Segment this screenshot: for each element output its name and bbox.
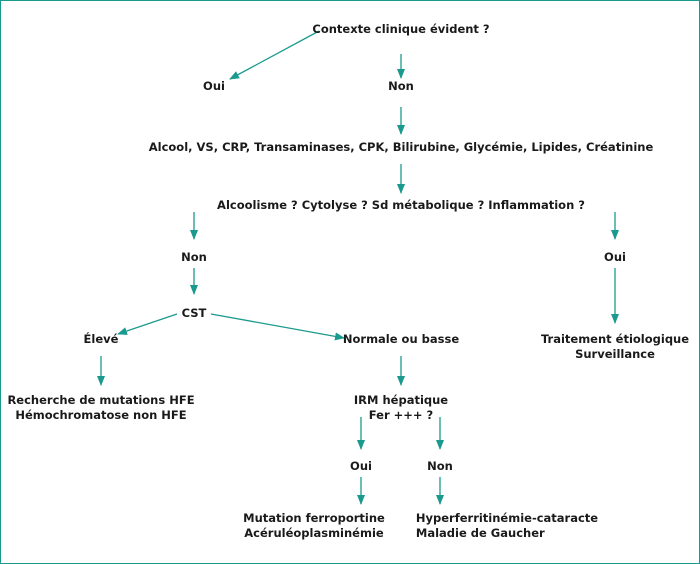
irm-line-1: IRM hépatique	[353, 393, 449, 407]
node-contexte: Contexte clinique évident ?	[312, 22, 490, 36]
node-normale: Normale ou basse	[342, 332, 460, 346]
hyperferritinemie-line-1: Hyperferritinémie-cataracte	[415, 511, 599, 525]
node-bilan: Alcool, VS, CRP, Transaminases, CPK, Bil…	[148, 140, 654, 154]
arrow-contexte-oui	[229, 30, 320, 80]
node-non-3: Non	[427, 459, 453, 473]
ferroportine-line-1: Mutation ferroportine	[243, 511, 385, 525]
hfe-line-2: Hémochromatose non HFE	[15, 408, 187, 422]
node-non-2: Non	[181, 250, 207, 264]
node-traitement: Traitement étiologique Surveillance	[541, 332, 689, 362]
hyperferritinemie-line-2: Maladie de Gaucher	[415, 526, 545, 540]
node-hyperferritinemie: Hyperferritinémie-cataracte Maladie de G…	[416, 511, 598, 541]
node-oui-1: Oui	[203, 79, 225, 93]
node-question-2: Alcoolisme ? Cytolyse ? Sd métabolique ?…	[217, 198, 585, 212]
node-non-1: Non	[388, 79, 414, 93]
arrow-cst-normale	[210, 313, 345, 341]
node-cst: CST	[181, 306, 207, 320]
irm-line-2: Fer +++ ?	[368, 408, 434, 422]
node-hfe: Recherche de mutations HFE Hémochromatos…	[7, 393, 194, 423]
hfe-line-1: Recherche de mutations HFE	[7, 393, 195, 407]
traitement-line-1: Traitement étiologique	[540, 332, 690, 346]
node-ferroportine: Mutation ferroportine Acéruléoplasminémi…	[243, 511, 385, 541]
node-eleve: Élevé	[83, 332, 119, 346]
traitement-line-2: Surveillance	[575, 347, 655, 361]
node-irm: IRM hépatique Fer +++ ?	[354, 393, 448, 423]
node-oui-3: Oui	[350, 459, 372, 473]
node-oui-2: Oui	[604, 250, 626, 264]
arrow-cst-eleve	[117, 313, 178, 335]
ferroportine-line-2: Acéruléoplasminémie	[244, 526, 384, 540]
